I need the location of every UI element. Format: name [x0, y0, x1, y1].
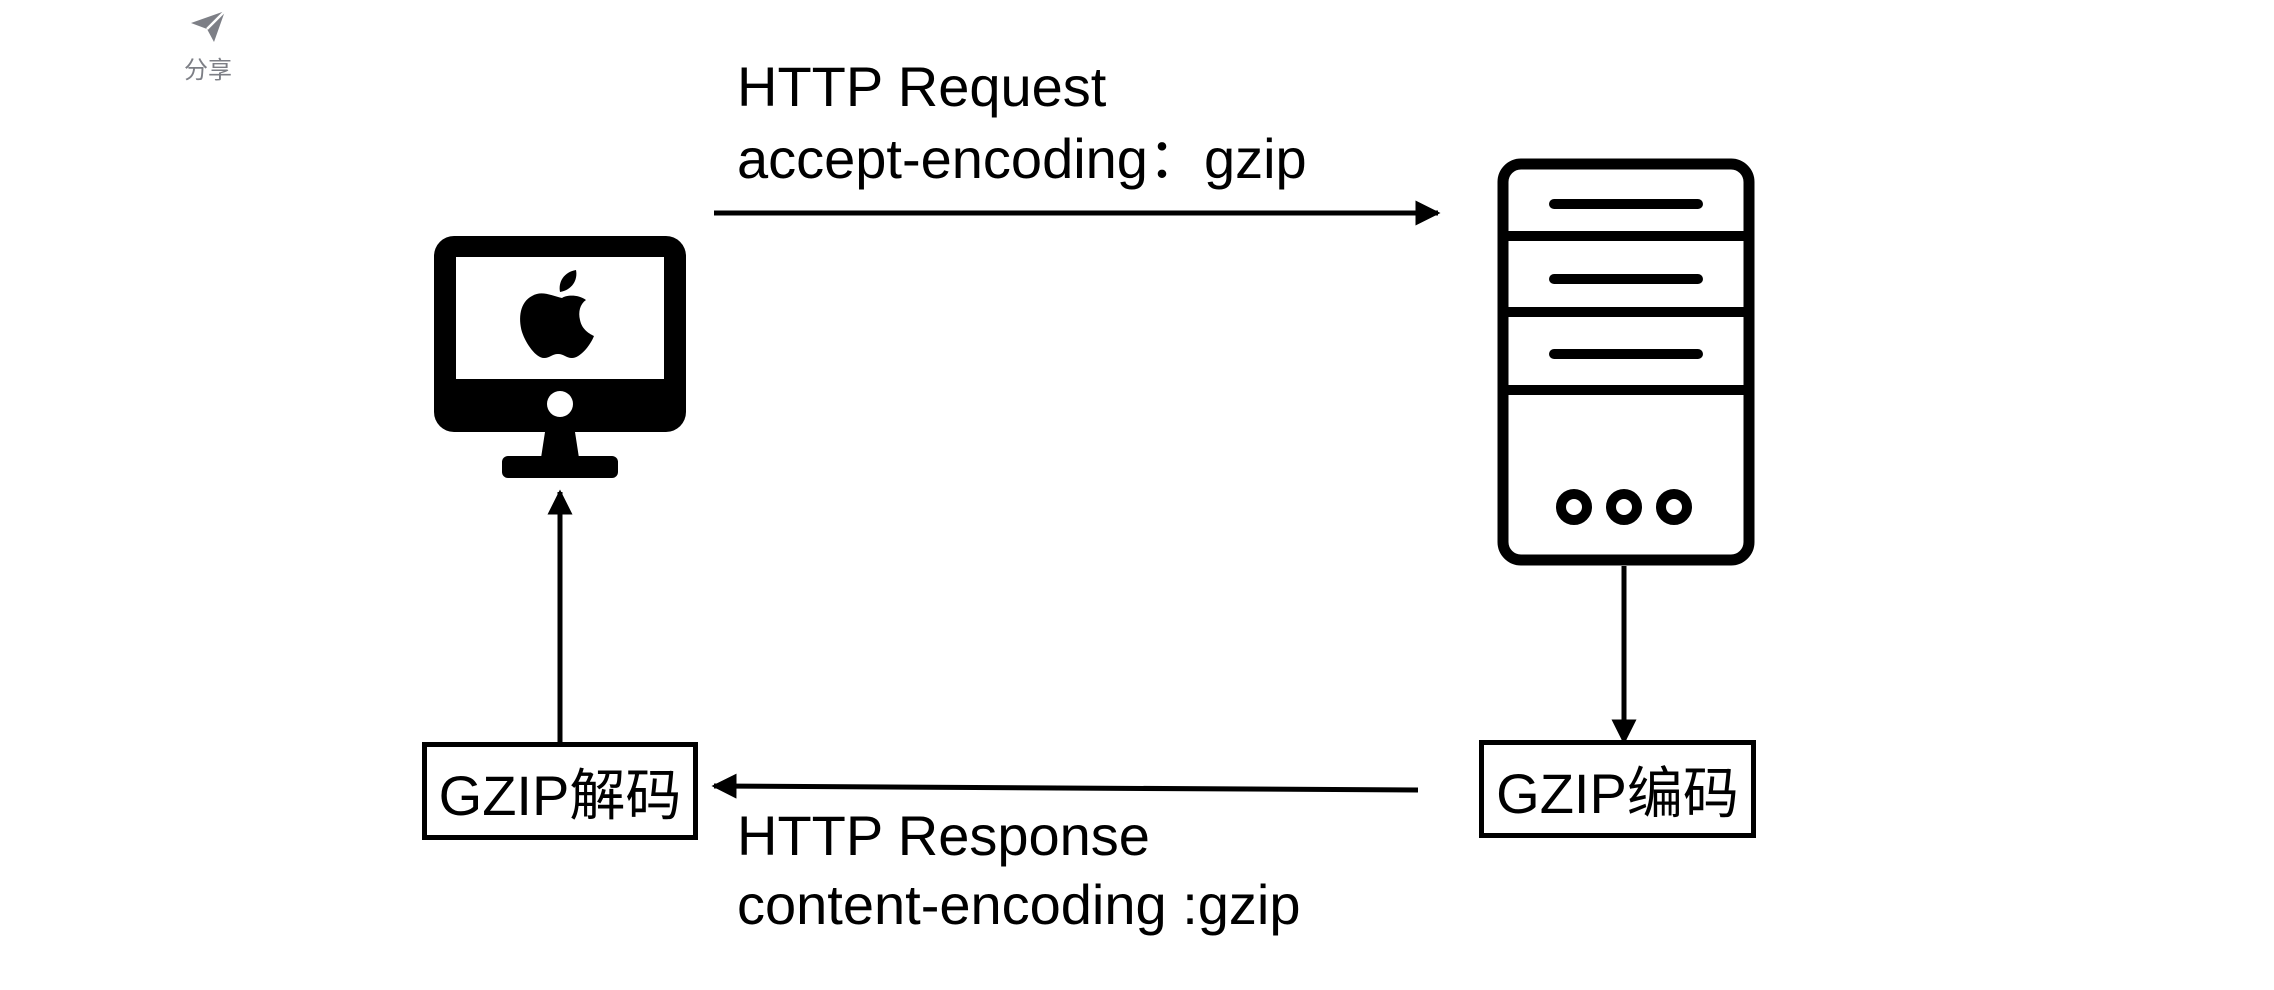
request-title: HTTP Request — [737, 55, 1107, 118]
server-tower-icon — [1497, 158, 1755, 566]
send-icon — [188, 8, 228, 44]
request-header: accept-encoding：gzip — [737, 127, 1307, 190]
imac-apple-icon — [434, 236, 686, 478]
gzip-encode-box: GZIP编码 — [1479, 740, 1756, 838]
share-button[interactable]: 分享 — [168, 8, 248, 98]
gzip-decode-box: GZIP解码 — [422, 742, 698, 840]
response-title: HTTP Response — [737, 804, 1150, 867]
response-arrow — [711, 773, 1419, 799]
share-label: 分享 — [184, 56, 232, 84]
response-header: content-encoding :gzip — [737, 873, 1301, 936]
